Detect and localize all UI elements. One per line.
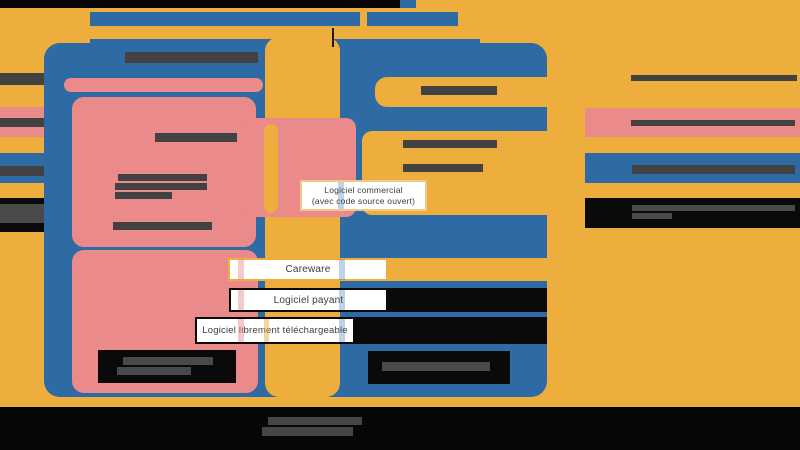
title-connector-line	[332, 28, 334, 47]
title-redacted-segment-2	[367, 12, 458, 26]
legend-left-text-redacted-3	[0, 166, 44, 176]
legend-left-text-redacted-2	[0, 118, 44, 127]
legend-right-black-bar	[585, 198, 800, 228]
pink-main-text-redacted-2a	[118, 174, 207, 181]
payant-label-box: Logiciel payant	[229, 288, 388, 312]
legend-right-text-redacted-4a	[632, 205, 795, 211]
legend-right-text-redacted-3	[632, 165, 795, 174]
payant-pink-stripe	[238, 290, 244, 310]
pink-main-text-redacted-3	[113, 222, 212, 230]
pink-box-header-strip	[64, 78, 263, 92]
legend-right-text-redacted-2	[631, 120, 795, 126]
blue-box-heading-redacted	[125, 52, 258, 63]
black-label-right-text-redacted	[382, 362, 490, 371]
top-black-strip	[0, 0, 400, 8]
pink-main-text-redacted-2b	[115, 183, 207, 190]
commercial-label-box: Logiciel commercial (avec code source ou…	[300, 180, 427, 211]
footer-caption-redacted-2	[262, 427, 353, 436]
orange-region2-text-redacted-2	[403, 164, 483, 172]
careware-label-box: Careware	[228, 258, 388, 281]
pink-main-text-redacted-2c	[115, 192, 172, 199]
payant-blue-stripe	[339, 290, 345, 310]
telechargeable-label-box: Logiciel librement téléchargeable	[195, 317, 355, 344]
legend-right-text-redacted-1	[631, 75, 797, 81]
top-blue-strip	[400, 0, 416, 8]
telechargeable-pink-stripe	[238, 319, 244, 342]
orange-bar1-text-redacted	[421, 86, 497, 95]
commercial-label-line2: (avec code source ouvert)	[311, 195, 416, 206]
bottom-left-caption-box	[98, 350, 236, 383]
footer-caption-redacted-1	[268, 417, 362, 425]
title-redacted-segment-1	[90, 12, 360, 26]
footer-caption-band	[0, 407, 800, 450]
payant-label: Logiciel payant	[273, 294, 344, 306]
legend-left-text-redacted-1	[0, 73, 44, 85]
telechargeable-blue-stripe	[339, 319, 345, 342]
pink-main-text-redacted-1	[155, 133, 237, 142]
legend-left-text-redacted-4	[0, 204, 44, 223]
telechargeable-label: Logiciel librement téléchargeable	[202, 325, 348, 336]
orange-overlap-pill	[264, 124, 278, 213]
commercial-blue-stripe	[338, 182, 344, 209]
careware-blue-stripe	[339, 259, 345, 280]
orange-region2-text-redacted-1	[403, 140, 497, 148]
careware-label: Careware	[285, 264, 331, 275]
black-label-left-text-redacted-2	[117, 367, 191, 375]
careware-pink-stripe	[238, 259, 244, 280]
black-label-left-text-redacted-1	[123, 357, 213, 365]
commercial-label-line1: Logiciel commercial	[324, 184, 403, 195]
legend-right-text-redacted-4b	[632, 213, 672, 219]
telechargeable-orange-stripe	[264, 319, 269, 342]
